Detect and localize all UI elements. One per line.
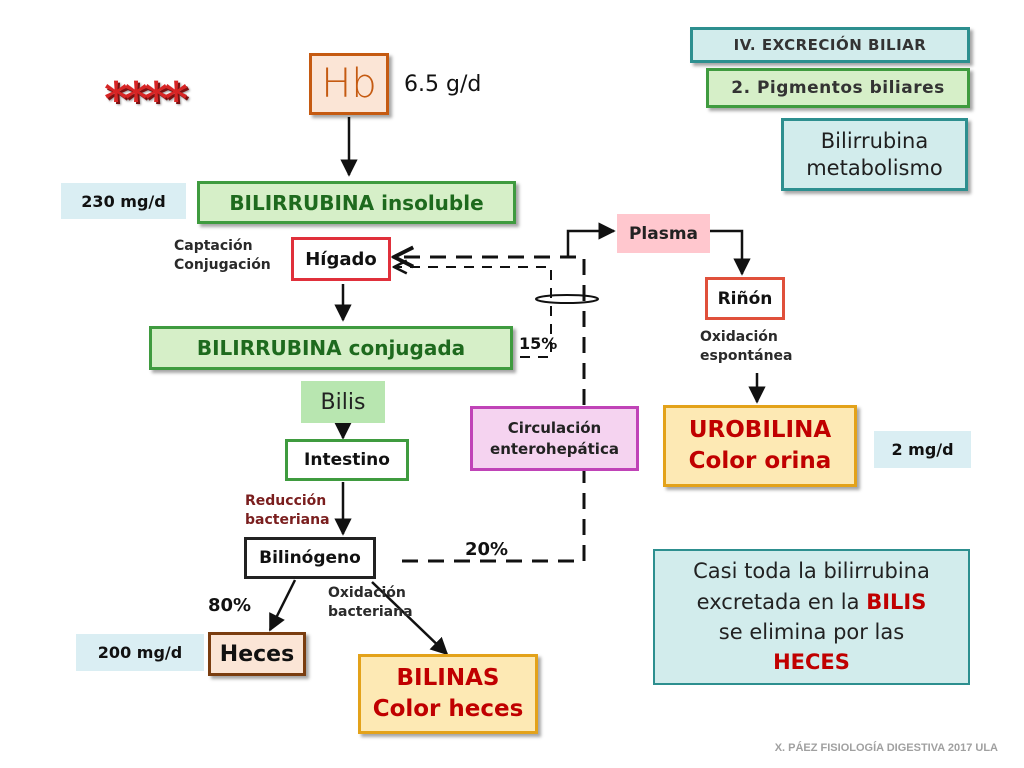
note-bile-emphasis: BILIS <box>866 589 927 614</box>
liver-process-label: Captación Conjugación <box>174 237 271 275</box>
enterohepatic-line-1: Circulación <box>507 418 602 437</box>
enterohepatic-line-2: enterohepática <box>490 439 619 458</box>
liver-box: Hígado <box>291 237 391 281</box>
enterohepatic-circulation-box: Circulación enterohepática <box>470 406 639 471</box>
bilins-line-1: BILINAS <box>396 664 500 691</box>
bilins-box: BILINAS Color heces <box>358 654 538 734</box>
intestine-box: Intestino <box>285 439 409 481</box>
footer-credit: X. PÁEZ FISIOLOGÍA DIGESTIVA 2017 ULA <box>774 742 998 754</box>
hemoglobin-rate: 6.5 g/d <box>404 72 482 97</box>
enterohepatic-loop <box>394 257 586 563</box>
note-line-3: se elimina por las <box>718 620 905 644</box>
stars-decoration: **** <box>104 72 188 126</box>
bacterial-oxidation-label: Oxidación bacteriana <box>328 584 413 622</box>
note-feces-emphasis: HECES <box>773 650 850 675</box>
bile-box: Bilis <box>301 381 385 423</box>
liver-process-2: Conjugación <box>174 256 271 273</box>
summary-note: Casi toda la bilirrubina excretada en la… <box>653 549 970 685</box>
plasma-box: Plasma <box>617 214 710 253</box>
bilirubin-insoluble-box: BILIRRUBINA insoluble <box>197 181 516 224</box>
topic-text: Bilirrubina metabolismo <box>806 129 943 180</box>
intestine-process-1: Reducción <box>245 493 327 509</box>
urobilin-line-2: Color orina <box>688 448 832 474</box>
intestine-process-2: bacteriana <box>245 511 330 528</box>
arrow-bilinogen-to-bilins <box>371 581 449 656</box>
hemoglobin-box: Hb <box>309 53 389 115</box>
kidney-process-1: Oxidación <box>700 329 778 345</box>
reabsorption-loop <box>394 267 552 358</box>
section-title: IV. EXCRECIÓN BILIAR <box>690 27 970 63</box>
arrow-to-plasma <box>566 222 616 257</box>
junction-ellipse <box>535 294 599 304</box>
bilins-line-2: Color heces <box>372 696 524 722</box>
topic-title: Bilirrubina metabolismo <box>781 118 968 191</box>
bacterial-reduction-label: Reducción bacteriana <box>245 492 330 530</box>
spontaneous-oxidation-label: Oxidación espontánea <box>700 328 792 366</box>
feces-amount: 200 mg/d <box>76 634 204 671</box>
kidney-box: Riñón <box>705 277 785 320</box>
insoluble-amount: 230 mg/d <box>61 183 186 219</box>
bilins-process-2: bacteriana <box>328 603 413 620</box>
bilirubin-conjugated-box: BILIRRUBINA conjugada <box>149 326 513 370</box>
bilins-process-1: Oxidación <box>328 585 406 601</box>
urobilin-box: UROBILINA Color orina <box>663 405 857 487</box>
feces-box: Heces <box>208 632 306 676</box>
enterohepatic-percent: 20% <box>465 539 509 560</box>
subsection-title: 2. Pigmentos biliares <box>706 68 970 108</box>
arrow-bilinogen-to-feces <box>268 579 297 632</box>
urobilin-amount: 2 mg/d <box>874 431 971 468</box>
note-line-2a: excretada en la <box>696 589 867 614</box>
liver-process-1: Captación <box>174 238 253 254</box>
note-line-2: excretada en la BILIS <box>697 587 927 617</box>
feces-percent: 80% <box>208 595 252 616</box>
bilinogen-box: Bilinógeno <box>244 537 376 579</box>
reabsorption-percent: 15% <box>519 334 558 353</box>
urobilin-line-1: UROBILINA <box>688 416 832 443</box>
arrow-plasma-to-kidney <box>710 229 751 276</box>
kidney-process-2: espontánea <box>700 347 793 364</box>
note-line-1: Casi toda la bilirrubina <box>693 559 930 584</box>
